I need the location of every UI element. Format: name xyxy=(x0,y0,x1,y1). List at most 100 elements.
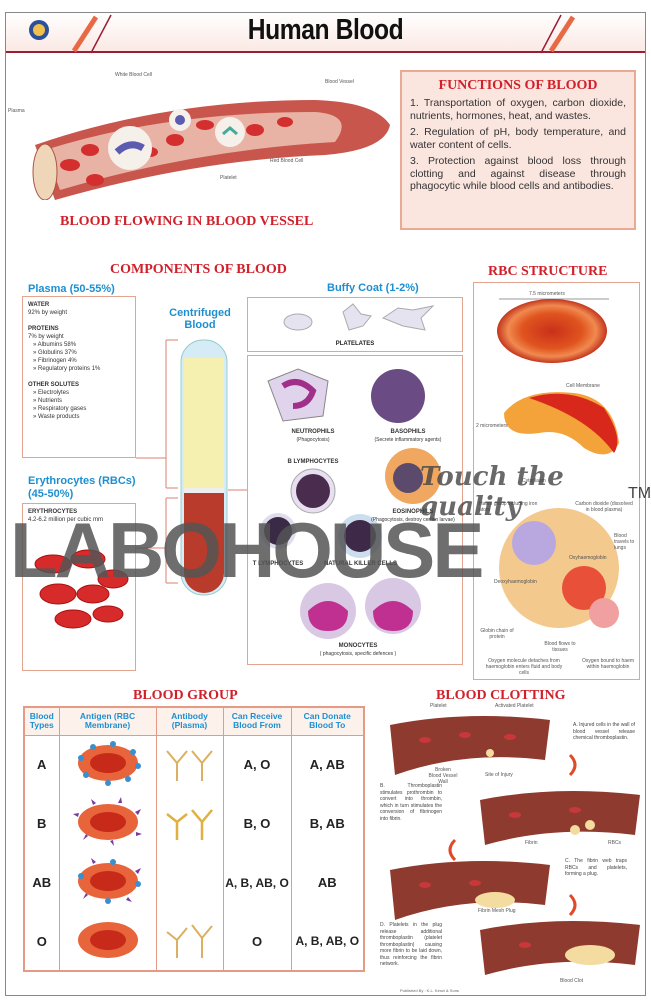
blood-group-table: Blood Types Antigen (RBC Membrane) Antib… xyxy=(23,706,365,972)
test-tube xyxy=(136,339,248,596)
erythrocytes-heading: ERYTHROCYTES xyxy=(28,509,78,515)
clot-label: Site of Injury xyxy=(485,772,513,778)
wbc-sub: (Phagocytosis, destroy certain larvae) xyxy=(371,517,455,523)
blood-type: A xyxy=(23,735,60,794)
blood-type: B xyxy=(23,794,60,853)
blood-type: AB xyxy=(23,853,60,912)
wbc-b-lymphocytes: B LYMPHOCYTES xyxy=(268,458,358,466)
clot-label: Fibrin Mesh Plug xyxy=(478,908,516,914)
clot-label: Activated Platelet xyxy=(495,703,534,709)
wbc-name: NATURAL KILLER CELLS xyxy=(323,561,398,567)
receive-from: A, O xyxy=(222,735,292,794)
rbc-label: 7.5 micrometers xyxy=(529,291,565,297)
platelets-illustration xyxy=(283,303,435,331)
clotting-step: B. Thromboplastin stimulates prothrombin… xyxy=(380,783,442,822)
blood-group-title: BLOOD GROUP xyxy=(133,688,238,703)
protein-item: » Regulatory proteins 1% xyxy=(33,366,101,372)
donate-to: A, B, AB, O xyxy=(290,912,365,971)
functions-box: FUNCTIONS OF BLOOD 1. Transportation of … xyxy=(400,70,636,230)
erythrocytes-count: 4.2-6.2 million per cubic mm xyxy=(28,517,104,523)
erythrocytes-box: ERYTHROCYTES 4.2-6.2 million per cubic mm xyxy=(22,503,136,671)
platelets-caption: PLATELATES xyxy=(335,341,375,347)
blood-type: O xyxy=(23,912,60,971)
antigen-o-icon xyxy=(77,921,138,958)
publisher-credit: Published By : K.L. Kenzi & Sons xyxy=(400,988,459,993)
rbc-label: Deoxyhaemoglobin xyxy=(494,579,537,585)
clotting-step: D. Platelets in the plug release additio… xyxy=(380,922,442,967)
receive-from: O xyxy=(222,912,292,971)
watermark-tagline: Touch the quality xyxy=(420,462,564,522)
rbc-label: Oxygen molecule detaches from haemoglobi… xyxy=(485,658,563,676)
banner-stripes xyxy=(29,14,576,54)
centrifuged-label: Centrifuged Blood xyxy=(169,307,231,331)
antibody-icon xyxy=(166,923,213,958)
rbc-label: Blood travels to lungs xyxy=(614,533,635,551)
wbc-monocytes: MONOCYTES( phagocytosis, specific defenc… xyxy=(288,642,428,658)
column-header: Antibody (Plasma) xyxy=(155,706,224,736)
buffy-coat-label: Buffy Coat (1-2%) xyxy=(327,282,419,294)
wbc-eosinophils: EOSINOPHILS(Phagocytosis, destroy certai… xyxy=(368,508,458,524)
column-header: Blood Types xyxy=(23,706,60,736)
rbc-label: Cell Membrane xyxy=(566,383,600,389)
rbc-label: Carbon dioxide (dissolved in blood plasm… xyxy=(575,501,633,513)
receive-from: A, B, AB, O xyxy=(222,853,292,912)
wbc-name: NEUTROPHILS xyxy=(291,429,335,435)
protein-item: » Fibrinogen 4% xyxy=(33,358,77,364)
functions-title: FUNCTIONS OF BLOOD xyxy=(438,78,598,93)
vessel-caption: BLOOD FLOWING IN BLOOD VESSEL xyxy=(60,214,314,229)
protein-item: » Albumins 58% xyxy=(33,342,77,348)
page-title: Human Blood xyxy=(247,14,404,46)
wbc-basophils: BASOPHILS(Secrete inflammatory agents) xyxy=(358,428,458,444)
wbc-t-lymphocytes: T LYMPHOCYTES xyxy=(248,560,308,568)
label-platelet: Platelet xyxy=(220,175,237,181)
rbc-label: Globin chain of protein xyxy=(480,628,514,640)
components-title: COMPONENTS OF BLOOD xyxy=(110,262,287,277)
label-rbc: Red Blood Cell xyxy=(270,158,304,164)
wbc-sub: (Secrete inflammatory agents) xyxy=(374,437,442,443)
solutes-heading: OTHER SOLUTES xyxy=(28,382,80,388)
rbc-structure-box: 7.5 micrometers Cell Membrane 2 micromet… xyxy=(473,282,640,680)
clot-label: Fibrin xyxy=(525,840,538,846)
solute-item: » Waste products xyxy=(33,414,80,420)
wbc-sub: (Phagocytosis) xyxy=(296,437,330,443)
wbc-box: NEUTROPHILS (Phagocytosis) BASOPHILS(Secr… xyxy=(247,355,463,665)
column-header: Antigen (RBC Membrane) xyxy=(58,706,157,736)
solute-item: » Electrolytes xyxy=(33,390,70,396)
wbc-illustrations xyxy=(260,368,441,639)
neutrophil-icon xyxy=(267,368,329,422)
proteins-text: 7% by weight xyxy=(28,334,64,340)
antibody-icon xyxy=(166,809,213,840)
wbc-sub: ( phagocytosis, specific defences ) xyxy=(319,651,397,657)
water-text: 92% by weight xyxy=(28,310,68,316)
platelets-box: PLATELATES xyxy=(247,297,463,352)
clotting-title: BLOOD CLOTTING xyxy=(436,688,566,703)
column-header: Can Donate Blood To xyxy=(290,706,365,736)
label-vessel: Blood Vessel xyxy=(325,79,354,85)
plasma-label: Plasma (50-55%) xyxy=(28,283,115,295)
function-item: 2. Regulation of pH, body temperature, a… xyxy=(410,126,626,151)
antigen-b-icon xyxy=(72,797,142,846)
table-header-row: Blood Types Antigen (RBC Membrane) Antib… xyxy=(23,706,365,736)
rbc-label: 2 micrometers xyxy=(476,423,508,429)
watermark-brand: LABOHOUSE xyxy=(10,506,484,594)
receive-from: B, O xyxy=(222,794,292,853)
antigen-ab-icon xyxy=(77,858,141,904)
clot-label: RBCs xyxy=(608,840,622,846)
erythrocytes-label: Erythrocytes (RBCs) (45-50%) xyxy=(28,475,136,500)
protein-item: » Globulins 37% xyxy=(33,350,77,356)
rbc-cluster-illustration xyxy=(34,549,129,629)
antigen-a-icon xyxy=(77,741,141,787)
function-item: 1. Transportation of oxygen, carbon diox… xyxy=(410,97,626,122)
clot-label: Broken Blood Vessel Wall xyxy=(428,767,458,785)
rbc-structure-title: RBC STRUCTURE xyxy=(488,264,608,279)
function-item: 3. Protection against blood loss through… xyxy=(410,155,626,192)
clotting-step: A. Injured cells in the wall of blood ve… xyxy=(573,722,635,741)
clotting-illustration xyxy=(390,716,640,975)
rbc-label: Cytoplasm xyxy=(522,478,546,484)
rbc-label: Haem group including iron atom xyxy=(479,501,538,513)
